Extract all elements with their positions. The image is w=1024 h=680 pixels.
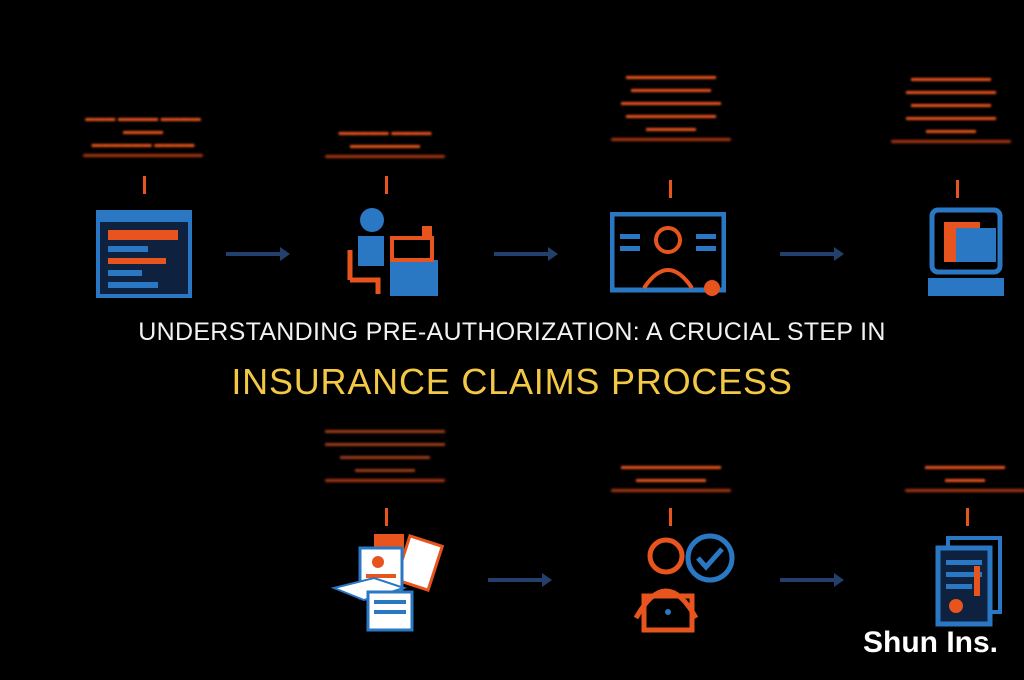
page-title-line-1: UNDERSTANDING PRE-AUTHORIZATION: A CRUCI… [138,318,886,346]
step-2-caption: ▬▬▬▬▬ ▬▬▬▬▬▬▬▬▬▬▬ [300,126,470,158]
person-at-desk-icon [347,208,438,296]
step-1-connector [143,176,146,194]
arrow-5-6 [488,573,552,587]
step-4-caption: ▬▬▬▬▬▬▬▬▬▬▬▬▬▬▬▬▬▬▬▬▬▬▬▬▬▬▬▬▬▬▬▬▬▬▬▬▬▬▬ [866,72,1024,143]
step-3-connector [669,180,672,198]
arrow-1-2 [226,247,290,261]
person-with-checkmark-icon [633,533,735,633]
step-7-caption: ▬▬▬▬▬▬▬▬▬▬▬▬ [880,460,1024,492]
arrow-6-7 [780,573,844,587]
step-4-connector [956,180,959,198]
step-5-connector [385,508,388,526]
step-6-connector [669,508,672,526]
watermark: Shun Ins. [863,626,998,659]
arrow-2-3 [494,247,558,261]
claim-documents-box-icon [330,533,445,632]
step-5-caption: ▬▬▬▬▬▬▬▬▬▬▬▬▬▬▬▬▬▬▬▬▬▬▬▬▬▬▬▬▬▬▬▬▬▬▬▬▬▬▬ [300,424,470,482]
arrow-3-4 [780,247,844,261]
laptop-form-icon [96,210,192,298]
step-1-caption: ▬▬▬ ▬▬▬▬ ▬▬▬▬▬▬▬▬▬▬▬▬▬▬ ▬▬▬▬ [58,112,228,157]
step-7-connector [966,508,969,526]
step-3-caption: ▬▬▬▬▬▬▬▬▬▬▬▬▬▬▬▬▬▬▬▬▬▬▬▬▬▬▬▬▬▬▬▬▬▬▬▬▬▬▬▬… [586,70,756,141]
step-2-connector [385,176,388,194]
document-folder-icon [928,207,1004,296]
step-6-caption: ▬▬▬▬▬▬▬▬▬▬▬▬▬▬▬▬▬ [586,460,756,492]
doctor-on-screen-icon [610,212,726,296]
title-band [0,302,1024,414]
page-title-line-2: INSURANCE CLAIMS PROCESS [231,361,793,402]
approved-document-icon [935,536,1002,627]
